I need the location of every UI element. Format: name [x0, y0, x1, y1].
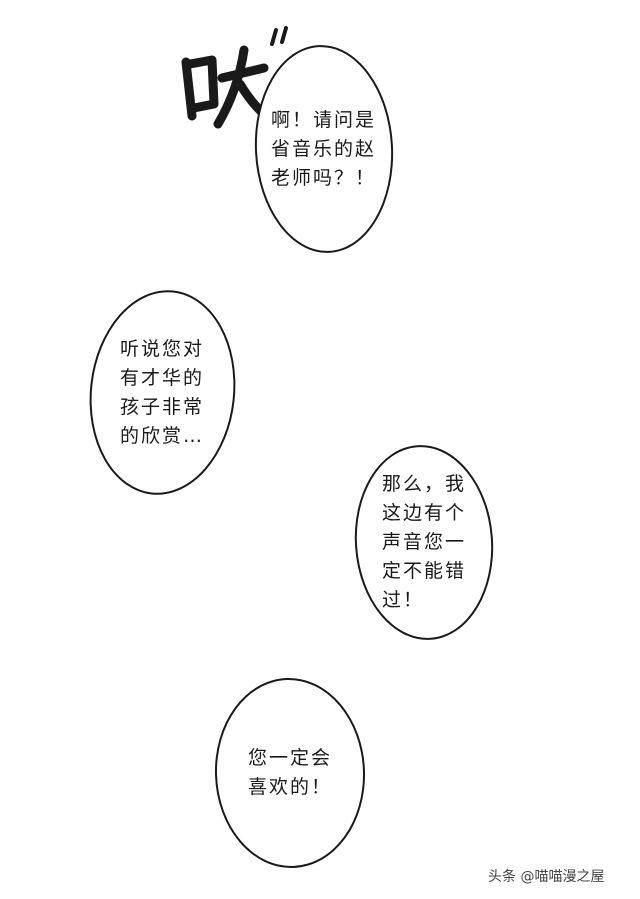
sound-effect-ka	[181, 26, 288, 129]
speech-bubble-3: 那么，我 这边有个 声音您一 定不能错 过！	[348, 440, 500, 645]
speech-text-1: 啊！请问是 省音乐的赵 老师吗？！	[271, 108, 377, 189]
speech-text-4: 您一定会 喜欢的！	[247, 747, 332, 799]
source-watermark: 头条 @喵喵漫之屋	[488, 869, 605, 885]
speech-bubble-2: 听说您对 有才华的 孩子非常 的欣赏…	[79, 282, 246, 503]
speech-text-3: 那么，我 这边有个 声音您一 定不能错 过！	[381, 473, 467, 612]
speech-text-2: 听说您对 有才华的 孩子非常 的欣赏…	[120, 337, 205, 447]
speech-bubble-4: 您一定会 喜欢的！	[211, 675, 369, 871]
